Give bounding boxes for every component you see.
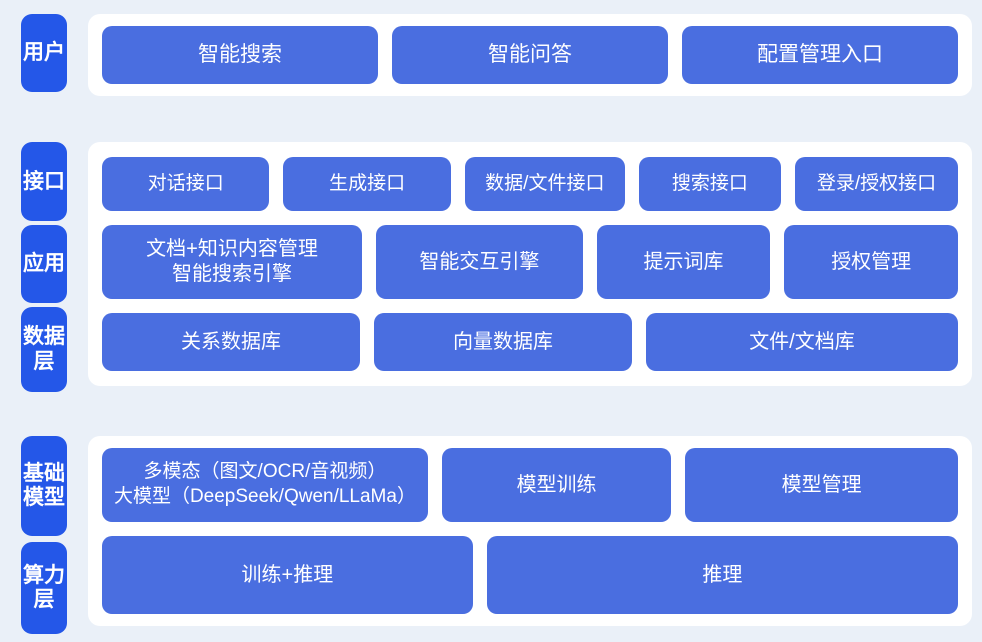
box-inference[interactable]: 推理: [486, 536, 958, 614]
tab-rail-user: 用户: [0, 6, 88, 104]
layer-tab-app[interactable]: 应用: [21, 225, 67, 304]
box-relational-database[interactable]: 关系数据库: [102, 313, 360, 371]
box-doc-knowledge-management[interactable]: 文档+知识内容管理 智能搜索引擎: [102, 225, 362, 299]
box-search-api[interactable]: 搜索接口: [638, 157, 782, 211]
layer-tab-compute[interactable]: 算力层: [21, 542, 67, 634]
panel-middle: 对话接口 生成接口 数据/文件接口 搜索接口 登录/授权接口 文档+知识内容管理…: [88, 142, 972, 386]
tab-rail-middle: 接口 应用 数据层: [0, 116, 88, 392]
box-smart-qa[interactable]: 智能问答: [392, 26, 668, 84]
layer-tab-user[interactable]: 用户: [21, 14, 67, 92]
box-authorization-management[interactable]: 授权管理: [784, 225, 959, 299]
box-generation-api[interactable]: 生成接口: [283, 157, 451, 211]
layer-tab-foundation-model[interactable]: 基础模型: [21, 436, 67, 536]
box-login-auth-api[interactable]: 登录/授权接口: [795, 157, 958, 211]
layer-band-middle: 接口 应用 数据层 对话接口 生成接口 数据/文件接口 搜索接口 登录/授权接口…: [0, 116, 982, 392]
box-config-management-entry[interactable]: 配置管理入口: [682, 26, 958, 84]
layer-tab-data[interactable]: 数据层: [21, 307, 67, 392]
panel-infra: 多模态（图文/OCR/音视频） 大模型（DeepSeek/Qwen/LLaMa）…: [88, 436, 972, 626]
row-api: 对话接口 生成接口 数据/文件接口 搜索接口 登录/授权接口: [102, 157, 958, 211]
box-smart-search[interactable]: 智能搜索: [102, 26, 378, 84]
panel-user: 智能搜索 智能问答 配置管理入口: [88, 14, 972, 96]
box-vector-database[interactable]: 向量数据库: [373, 313, 632, 371]
box-data-file-api[interactable]: 数据/文件接口: [464, 157, 625, 211]
box-training-inference[interactable]: 训练+推理: [102, 536, 473, 614]
row-data: 关系数据库 向量数据库 文件/文档库: [102, 313, 959, 371]
row-power: 训练+推理 推理: [102, 536, 958, 614]
row-model: 多模态（图文/OCR/音视频） 大模型（DeepSeek/Qwen/LLaMa）…: [102, 448, 958, 522]
box-file-document-store[interactable]: 文件/文档库: [645, 313, 959, 371]
box-smart-interaction-engine[interactable]: 智能交互引擎: [375, 225, 583, 299]
box-multimodal-large-model[interactable]: 多模态（图文/OCR/音视频） 大模型（DeepSeek/Qwen/LLaMa）: [102, 448, 428, 522]
box-model-training[interactable]: 模型训练: [441, 448, 672, 522]
layer-tab-api[interactable]: 接口: [21, 142, 67, 222]
box-dialog-api[interactable]: 对话接口: [102, 157, 270, 211]
box-model-management[interactable]: 模型管理: [685, 448, 958, 522]
layer-band-user: 用户 智能搜索 智能问答 配置管理入口: [0, 6, 982, 104]
row-app: 文档+知识内容管理 智能搜索引擎 智能交互引擎 提示词库 授权管理: [102, 225, 959, 299]
layer-band-infra: 基础模型 算力层 多模态（图文/OCR/音视频） 大模型（DeepSeek/Qw…: [0, 418, 982, 636]
row-user: 智能搜索 智能问答 配置管理入口: [102, 26, 958, 84]
tab-rail-infra: 基础模型 算力层: [0, 418, 88, 636]
box-prompt-library[interactable]: 提示词库: [596, 225, 771, 299]
